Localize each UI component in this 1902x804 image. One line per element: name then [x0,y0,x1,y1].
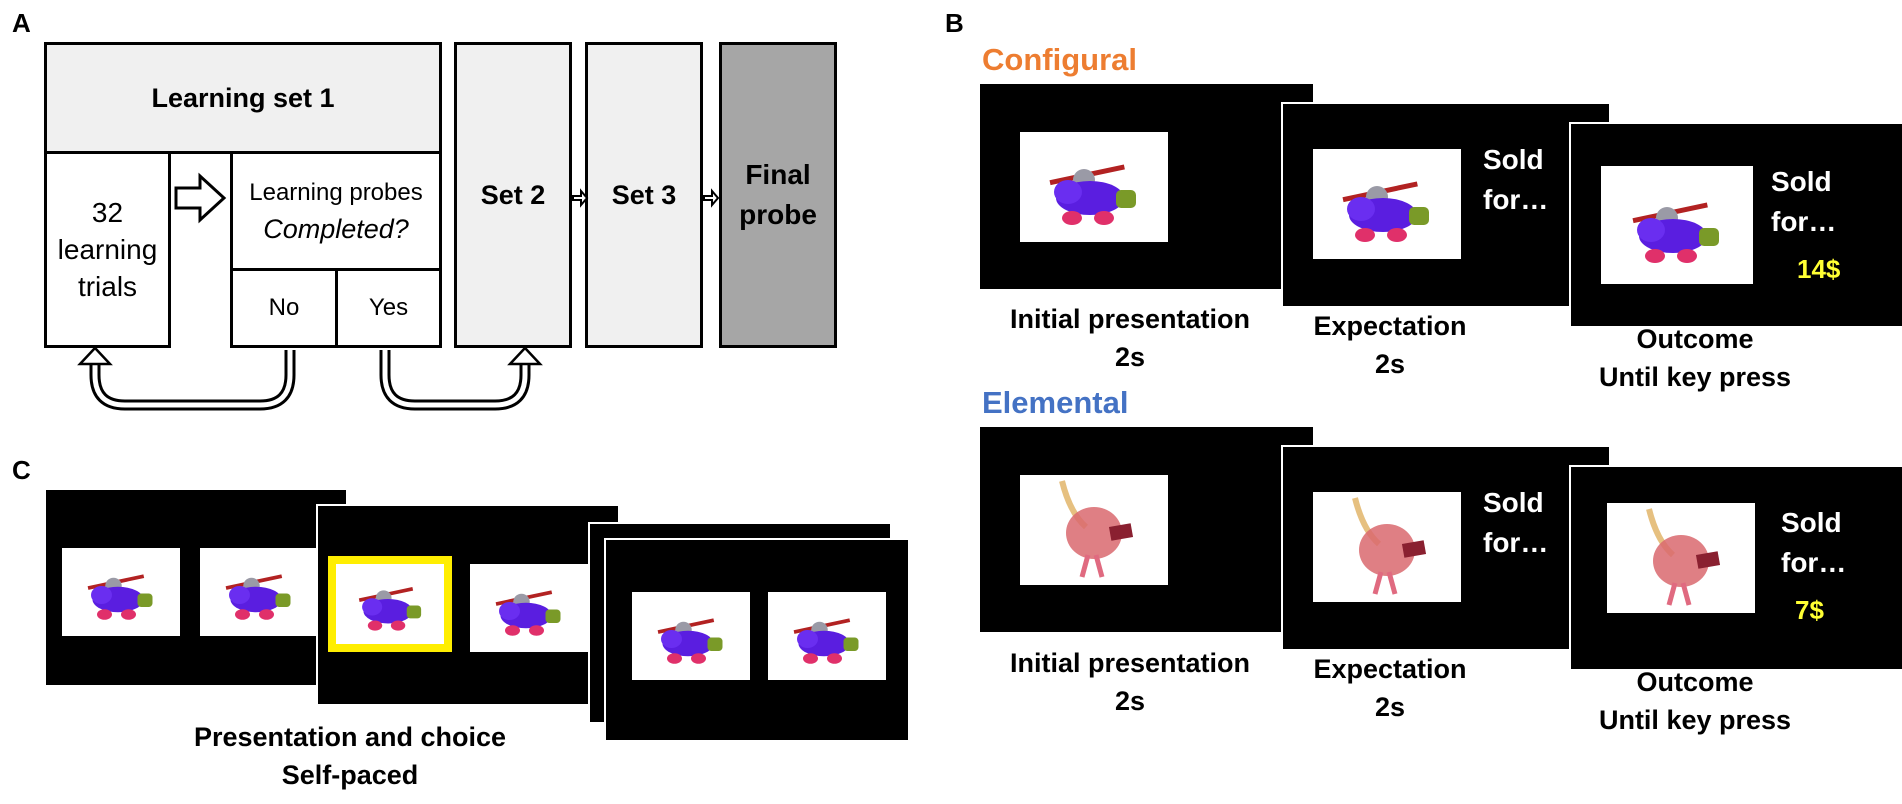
configural-expectation-sold-text: Sold for… [1483,140,1548,220]
completed-question: Completed? [263,214,409,244]
for-label: for… [1771,206,1837,237]
elemental-outcome-stimulus [1607,503,1755,613]
trials-to-probes-arrow [174,172,227,224]
outcome-duration-label: Until key press [1598,362,1792,392]
choice-screen-2 [316,504,620,706]
choice-option-unselected [470,564,590,652]
configural-outcome-caption: Outcome Until key press [1575,320,1815,396]
elemental-initial-screen [980,427,1313,632]
choice-screen-4 [604,538,910,742]
learning-set-1-label: Learning set 1 [151,82,335,113]
outcome-label: Outcome [1636,667,1754,697]
configural-object-icon [1049,164,1136,225]
configural-outcome-stimulus [1601,166,1753,284]
no-loop-arrow [89,350,296,411]
panel-letter-c: C [12,455,31,485]
sold-label: Sold [1483,487,1544,518]
configural-expectation-screen: Sold for… [1281,102,1611,308]
elemental-price: 7$ [1795,595,1824,625]
choice-object-icon [87,574,153,620]
for-label: for… [1781,547,1847,578]
configural-initial-screen [980,84,1313,289]
learning-probes-label: Learning probes [249,179,423,206]
choice-object-icon [358,587,422,631]
initial-duration-label: 2s [1114,342,1146,372]
sold-label: Sold [1771,166,1832,197]
learning-trials-label: trials [77,271,138,302]
initial-presentation-label: Initial presentation [1009,304,1251,334]
self-paced-label: Self-paced [281,760,419,790]
configural-expectation-stimulus [1313,149,1461,259]
yes-label: Yes [368,294,409,321]
elemental-object-icon [1020,475,1168,585]
elemental-outcome-caption: Outcome Until key press [1575,663,1815,739]
elemental-initial-caption: Initial presentation 2s [990,644,1270,720]
elemental-expectation-stimulus [1313,492,1461,602]
learning-trials-count: 32 [91,197,124,228]
no-label: No [268,294,300,321]
final-probe-line2: probe [739,199,817,230]
outcome-duration-label: Until key press [1598,705,1792,735]
configural-object-icon [1342,181,1429,242]
set-3-label: Set 3 [611,179,677,210]
elemental-expectation-screen: Sold for… [1281,445,1611,651]
panel-letter-a: A [12,8,31,38]
elemental-title: Elemental [982,385,1129,420]
set-2-label: Set 2 [480,179,546,210]
choice-option-right [768,592,886,680]
elemental-expectation-caption: Expectation 2s [1290,650,1490,726]
expectation-label: Expectation [1313,311,1467,341]
set2-to-set3-arrow [572,188,589,208]
elemental-expectation-sold-text: Sold for… [1483,483,1548,563]
elemental-outcome-sold-text: Sold for… [1781,503,1846,583]
configural-title: Configural [982,42,1137,77]
choice-option-left [62,548,180,636]
sold-label: Sold [1483,144,1544,175]
choice-option-selected [328,556,452,652]
choice-caption: Presentation and choice Self-paced [160,718,540,794]
for-label: for… [1483,184,1549,215]
choice-object-icon [495,590,561,636]
configural-expectation-caption: Expectation 2s [1290,307,1490,383]
yes-loop-arrow [379,350,531,411]
final-probe-line1: Final [745,159,811,190]
choice-object-icon [225,574,291,620]
elemental-outcome-screen: Sold for… 7$ [1569,465,1902,671]
expectation-duration-label: 2s [1374,692,1406,722]
configural-object-icon [1632,202,1719,263]
configural-outcome-sold-text: Sold for… [1771,162,1836,242]
learning-trials-box: 32 learning trials [44,151,171,348]
learning-trials-word: learning [57,234,158,265]
set3-to-final-arrow [703,188,720,208]
expectation-label: Expectation [1313,654,1467,684]
choice-option-left [632,592,750,680]
configural-initial-stimulus [1020,132,1168,242]
elemental-object-icon [1313,492,1461,602]
presentation-and-choice-label: Presentation and choice [193,722,507,752]
outcome-label: Outcome [1636,324,1754,354]
for-label: for… [1483,527,1549,558]
choice-screen-1 [46,490,346,685]
set-2-box: Set 2 [454,42,572,348]
final-probe-box: Final probe [719,42,837,348]
set-3-box: Set 3 [585,42,703,348]
expectation-duration-label: 2s [1374,349,1406,379]
initial-presentation-label: Initial presentation [1009,648,1251,678]
elemental-object-icon [1607,503,1755,613]
choice-option-right [200,548,318,636]
configural-price: 14$ [1797,254,1841,284]
configural-initial-caption: Initial presentation 2s [990,300,1270,376]
configural-outcome-screen: Sold for… 14$ [1569,122,1902,328]
sold-label: Sold [1781,507,1842,538]
flow-arrows [77,172,720,411]
choice-object-icon [793,618,859,664]
initial-duration-label: 2s [1114,686,1146,716]
yes-box: Yes [335,268,442,348]
elemental-initial-stimulus [1020,475,1168,585]
panel-letter-b: B [945,8,964,38]
choice-object-icon [657,618,723,664]
